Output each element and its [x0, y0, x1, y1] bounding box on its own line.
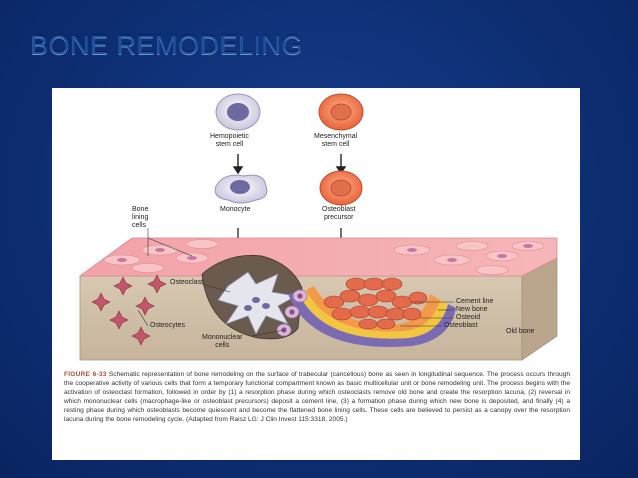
label-old-bone: Old bone: [506, 328, 535, 335]
label-monocyte: Monocyte: [220, 206, 251, 213]
bone-remodeling-illustration: [78, 93, 558, 361]
label-new-bone: New bone: [456, 306, 488, 313]
figure-number: FIGURE 6-33: [64, 371, 107, 378]
mesenchymal-stem-cell: [318, 93, 364, 131]
osteocytes: [91, 274, 167, 346]
new-bone-layer: [298, 290, 448, 339]
cement-line: [288, 292, 456, 347]
caption-text: Schematic representation of bone remodel…: [64, 371, 571, 423]
slide-title: BONE REMODELING: [30, 30, 304, 60]
monocyte-cell: [214, 174, 268, 204]
figure-panel: Hemopoietic stem cell Mesenchymal stem c…: [52, 88, 580, 460]
osteoblast-cluster: [323, 277, 428, 330]
label-leader-lines: [137, 228, 454, 337]
differentiation-arrows: [232, 154, 347, 175]
label-osteoblast-precursor: Osteoblast precursor: [322, 206, 356, 221]
label-bone-lining-cells: Bone lining cells: [132, 206, 149, 229]
osteoclast-cell: [217, 271, 298, 335]
label-osteocytes: Osteocytes: [150, 322, 186, 329]
label-osteoid: Osteoid: [456, 314, 481, 321]
label-cement-line: Cement line: [456, 298, 494, 305]
label-mononuclear-cells: Mononuclear cells: [202, 334, 243, 349]
label-mesenchymal-stem-cell: Mesenchymal stem cell: [314, 133, 358, 148]
osteoblast-precursor-cell: [319, 170, 363, 206]
hemopoietic-stem-cell: [215, 93, 261, 131]
lining-cell-nuclei: [117, 244, 533, 262]
label-osteoblast: Osteoblast: [444, 322, 478, 329]
label-osteoclast: Osteoclast: [170, 279, 204, 286]
figure-caption: FIGURE 6-33 Schematic representation of …: [64, 370, 570, 424]
label-hemopoietic-stem-cell: Hemopoietic stem cell: [210, 133, 249, 148]
